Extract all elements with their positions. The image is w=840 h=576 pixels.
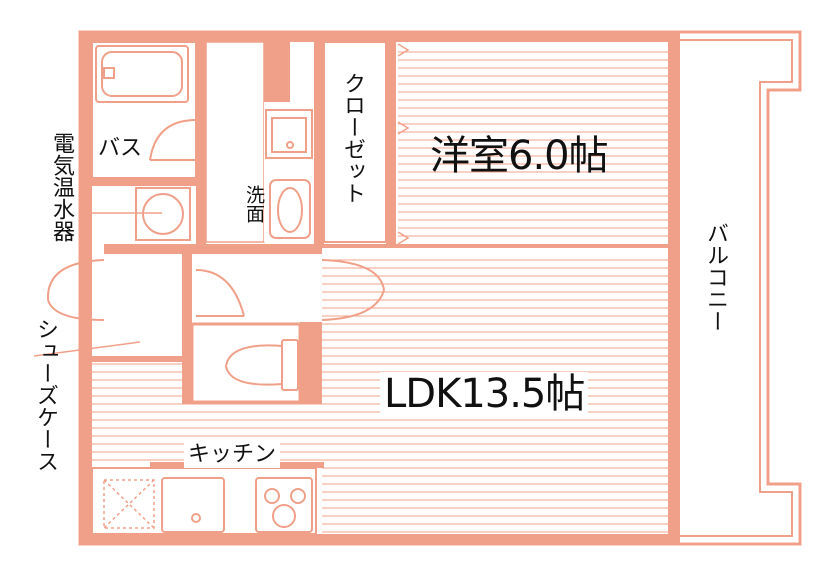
toilet-icon — [224, 339, 299, 391]
bath-label: バス — [98, 136, 143, 161]
sink-icon — [265, 109, 313, 159]
closet-label: クローゼット — [340, 72, 365, 204]
balcony-label: バルコニー — [703, 222, 728, 332]
water-heater-icon — [135, 187, 191, 241]
western-room-label: 洋室6.0帖 — [430, 133, 609, 179]
bathtub-icon — [95, 45, 189, 103]
ldk-label: LDK13.5帖 — [380, 372, 589, 416]
hall-doors — [46, 259, 385, 321]
shoe-case-label: シューズケース — [33, 318, 58, 472]
shoe-case-leader — [33, 341, 141, 357]
kitchen-sink-icon — [161, 477, 225, 533]
washbasin-icon — [269, 179, 311, 239]
interior-walls — [80, 32, 680, 544]
kitchen-label: キッチン — [184, 442, 281, 468]
windows — [671, 100, 677, 500]
western-room-floor — [398, 51, 668, 237]
stove-icon — [255, 477, 313, 533]
washbasin-label: 洗面 — [243, 184, 265, 224]
ldk-floor — [90, 259, 668, 533]
closet-doors — [397, 43, 410, 245]
water-heater-label: 電気温水器 — [49, 132, 74, 242]
balcony-outline — [680, 30, 802, 546]
refrigerator-space-icon — [103, 479, 155, 529]
bath-door — [149, 119, 197, 161]
